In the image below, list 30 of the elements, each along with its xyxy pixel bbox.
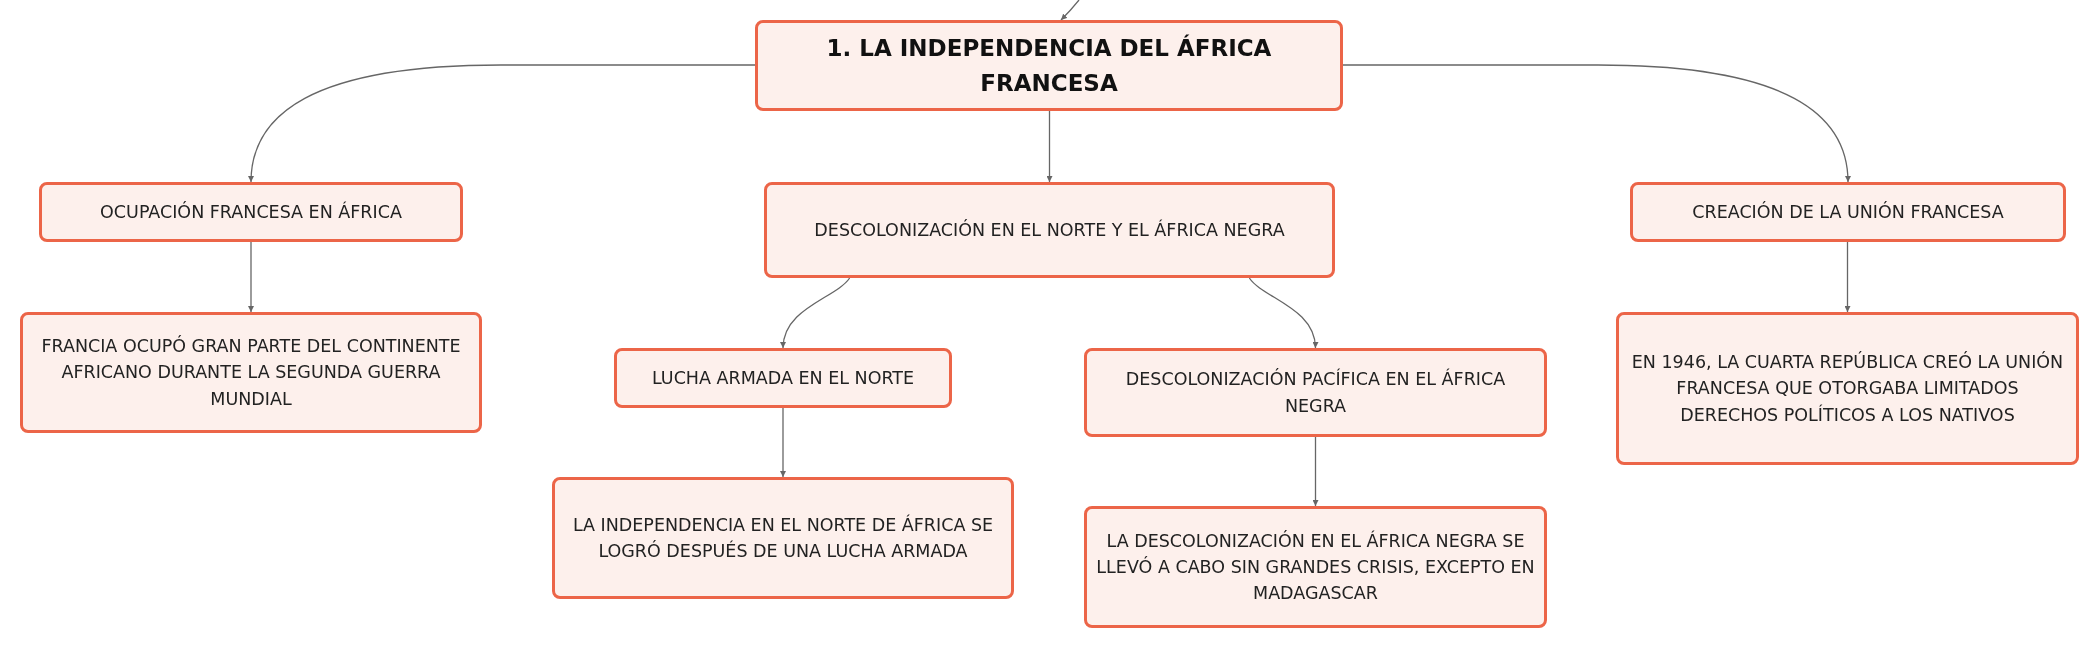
topic-box xyxy=(1084,348,1547,437)
connector-arrow xyxy=(1046,110,1053,183)
connector-arrow xyxy=(780,407,786,478)
topic-box xyxy=(552,477,1014,599)
topic-box xyxy=(1616,312,2079,465)
topic-text: DESCOLONIZACIÓN PACÍFICA EN EL ÁFRICA NEGRA xyxy=(1124,367,1507,418)
topic-text: DESCOLONIZACIÓN EN EL NORTE Y EL ÁFRICA NEGRA xyxy=(814,218,1285,242)
topic-text: LA DESCOLONIZACIÓN EN EL ÁFRICA NEGRA SE LLEVÓ A CABO SIN GRANDES CRISIS, EXCEPTO EN MADAGASCAR xyxy=(1095,529,1536,606)
topic-box xyxy=(1630,182,2066,242)
topic-text: LUCHA ARMADA EN EL NORTE xyxy=(651,366,915,390)
topic-box xyxy=(20,312,482,433)
connector-arrow xyxy=(248,241,254,313)
topic-box xyxy=(755,20,1343,111)
topic-box xyxy=(39,182,463,242)
topic-text: EN 1946, LA CUARTA REPÚBLICA CREÓ LA UNIÓN FRANCESA QUE OTORGABA LIMITADOS DERECHOS POLÍTICOS A LOS NATIVOS xyxy=(1630,350,2065,427)
connector-arrow xyxy=(1312,436,1319,507)
topic-box xyxy=(614,348,952,408)
topic-text: 1. LA INDEPENDENCIA DEL ÁFRICA FRANCESA xyxy=(825,33,1273,98)
connector-arrow xyxy=(1342,64,1851,183)
connector-arrow xyxy=(1844,241,1851,313)
topic-text: LA INDEPENDENCIA EN EL NORTE DE ÁFRICA SE LOGRÓ DESPUÉS DE UNA LUCHA ARMADA xyxy=(571,513,995,563)
connector-arrow xyxy=(248,64,756,183)
connector-arrow xyxy=(1248,277,1318,349)
topic-box xyxy=(764,182,1335,278)
topic-text: OCUPACIÓN FRANCESA EN ÁFRICA xyxy=(100,200,402,224)
topic-text: FRANCIA OCUPÓ GRAN PARTE DEL CONTINENTE AFRICANO DURANTE LA SEGUNDA GUERRA MUNDIAL xyxy=(40,334,462,411)
topic-box xyxy=(1084,506,1547,628)
connector-arrow xyxy=(780,277,851,349)
topic-text: CREACIÓN DE LA UNIÓN FRANCESA xyxy=(1692,200,2004,224)
connector-arrow xyxy=(1060,0,1080,21)
